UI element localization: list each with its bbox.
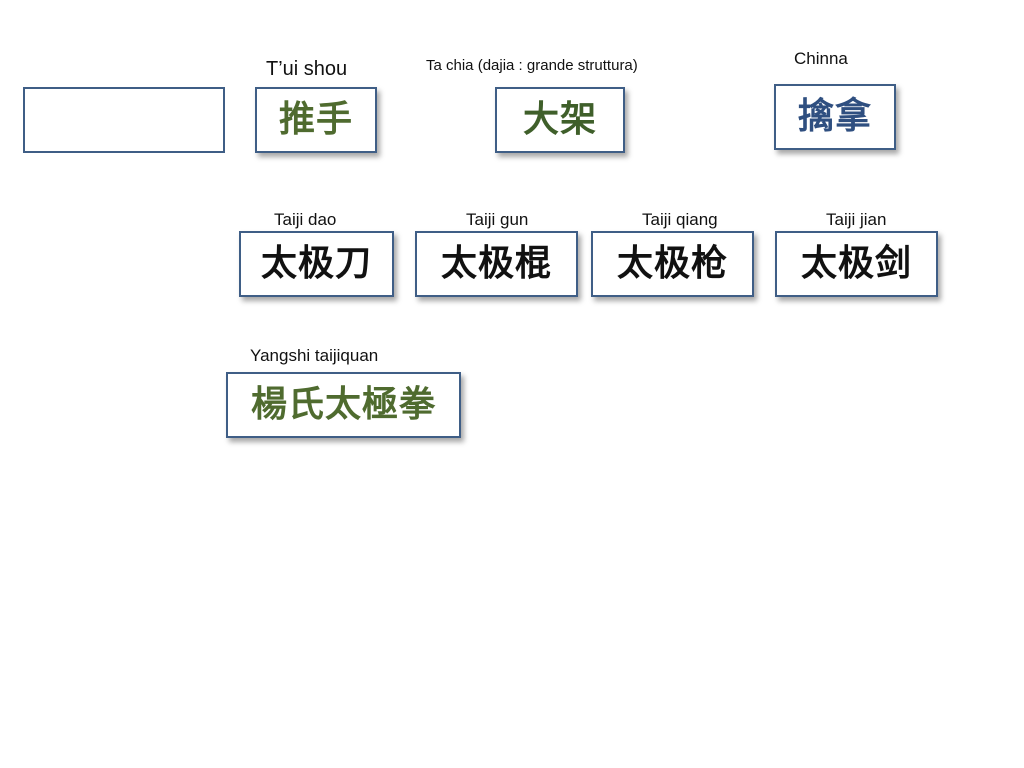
box-yangshi: 楊氏太極拳 (226, 372, 461, 438)
empty-box (23, 87, 225, 153)
hanzi-tuishou: 推手 (278, 99, 353, 140)
caption-chinna: Chinna (794, 49, 848, 68)
box-dao: 太极刀 (239, 231, 394, 297)
box-tuishou: 推手 (255, 87, 377, 153)
box-jian: 太极剑 (775, 231, 938, 297)
caption-tuishou: T’ui shou (266, 58, 348, 80)
caption-dao: Taiji dao (274, 210, 337, 229)
box-qiang: 太极枪 (591, 231, 754, 297)
hanzi-chinna: 擒拿 (797, 96, 872, 137)
box-chinna: 擒拿 (774, 84, 896, 150)
box-gun: 太极棍 (415, 231, 578, 297)
hanzi-jian: 太极剑 (800, 243, 912, 284)
hanzi-dajia: 大架 (522, 99, 597, 140)
hanzi-dao: 太极刀 (260, 243, 372, 284)
box-dajia: 大架 (495, 87, 625, 153)
caption-gun: Taiji gun (466, 210, 529, 229)
caption-jian: Taiji jian (826, 210, 887, 229)
hanzi-yangshi: 楊氏太極拳 (250, 384, 436, 425)
caption-dajia: Ta chia (dajia : grande struttura) (426, 57, 638, 74)
hanzi-qiang: 太极枪 (616, 243, 728, 284)
caption-yangshi: Yangshi taijiquan (250, 346, 379, 365)
hanzi-gun: 太极棍 (440, 243, 552, 284)
caption-qiang: Taiji qiang (642, 210, 718, 229)
